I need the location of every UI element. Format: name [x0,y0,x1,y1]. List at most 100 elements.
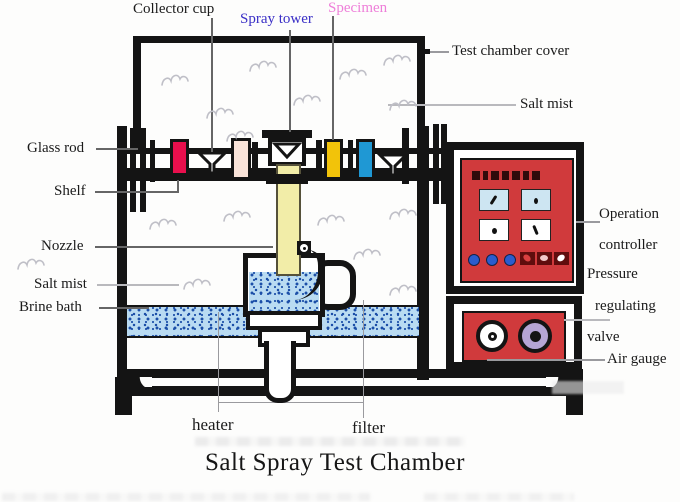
mist-icon [206,107,234,119]
leader-bracket [218,402,364,403]
mist-icon [317,214,345,226]
leader-cover-tick [418,49,430,54]
leader-pressure-valve [564,319,610,321]
label-nozzle: Nozzle [41,238,84,254]
label-salt-mist-left: Salt mist [34,276,87,292]
blue-button [486,254,498,266]
cover-right-wall [417,36,425,156]
base-bar [124,386,574,396]
leader-shelf-tick [177,180,179,193]
mist-icon [223,210,251,222]
air-gauge-knob [518,319,552,353]
mist-icon [226,130,254,142]
mist-icon [293,94,321,106]
mist-icon [389,284,417,296]
chamber-left-wall [117,126,127,380]
label-operation: Operation [599,206,659,222]
leader-salt-mist-top [388,104,516,106]
chamber-bottom-wall [117,369,583,378]
glass-rod [140,128,146,212]
indicator-light [520,252,535,265]
mist-icon [339,68,367,80]
glass-rod [150,140,155,182]
leader-shelf [95,191,178,193]
label-collector-cup: Collector cup [133,1,215,17]
specimen-blue [356,139,375,180]
meter-gauge [479,219,509,241]
spray-tower-cap [262,130,312,138]
diagram-title: Salt Spray Test Chamber [205,449,465,476]
label-pressure: Pressure [587,266,638,282]
leader-collector-cup [211,18,213,152]
meter-gauge [521,219,551,241]
leader-air-gauge [487,359,605,361]
specimen-yellow [324,139,343,180]
mist-icon [353,248,381,260]
spray-tower-collar [266,174,308,184]
collector-cup-funnel [196,151,228,175]
pressure-valve-knob [476,320,508,352]
blue-button [468,254,480,266]
label-test-chamber-cover: Test chamber cover [452,43,570,59]
mist-icon [383,54,411,66]
chamber-right-wall [417,126,429,380]
glass-rod [130,128,136,212]
label-valve: valve [587,329,620,345]
leader-spray-tower [289,30,291,132]
leader-specimen [332,16,334,140]
label-spray-tower: Spray tower [240,11,313,27]
indicator-light [537,252,552,265]
label-filter: filter [352,418,386,437]
specimen-pink [231,138,251,180]
label-air-gauge: Air gauge [607,351,667,367]
glass-rod [433,124,439,204]
mist-icon [149,218,177,230]
drain-tube [264,341,296,403]
nozzle-fitting-dot [303,247,306,250]
artifact-smudge [2,493,370,501]
leader-operation-controller [576,221,600,223]
label-regulating: regulating [595,298,656,314]
glass-rod [316,140,322,180]
blue-button [504,254,516,266]
mist-icon [161,74,189,86]
artifact-smudge [424,493,574,501]
leader-brine-bath [99,307,149,309]
specimen-red [170,139,189,176]
glass-rod [441,124,447,204]
meter-gauge [521,189,551,211]
nozzle-fitting [297,241,311,255]
spray-tower-funnel-icon [272,142,302,160]
label-brine-bath: Brine bath [19,299,82,315]
artifact-smudge [552,381,624,394]
label-glass-rod: Glass rod [27,140,85,156]
mist-icon [249,60,277,72]
label-shelf: Shelf [54,183,86,199]
leader-nozzle [95,246,273,248]
leader-test-chamber-cover [430,51,449,53]
panel-text-glyphs [472,171,564,180]
glass-rod [252,142,258,180]
base-left-leg [115,377,132,415]
indicator-light [554,252,569,265]
cover-top-wall [133,36,425,43]
label-controller: controller [599,237,658,253]
nozzle-tube [294,250,323,300]
mist-icon [389,208,417,220]
mist-icon [183,278,211,290]
mist-icon [17,258,45,270]
leader-salt-mist-left [97,284,179,286]
leader-filter [363,300,364,418]
cover-left-wall [133,36,141,152]
artifact-smudge [195,437,465,446]
meter-gauge [479,189,509,211]
leader-heater [218,312,219,412]
label-heater: heater [192,415,234,434]
base-fillet-left [132,377,152,387]
collector-cup-funnel [377,153,409,177]
controller-panel [460,158,574,283]
mist-icon [389,99,417,111]
label-salt-mist-top: Salt mist [520,96,573,112]
valve-panel [462,311,566,362]
